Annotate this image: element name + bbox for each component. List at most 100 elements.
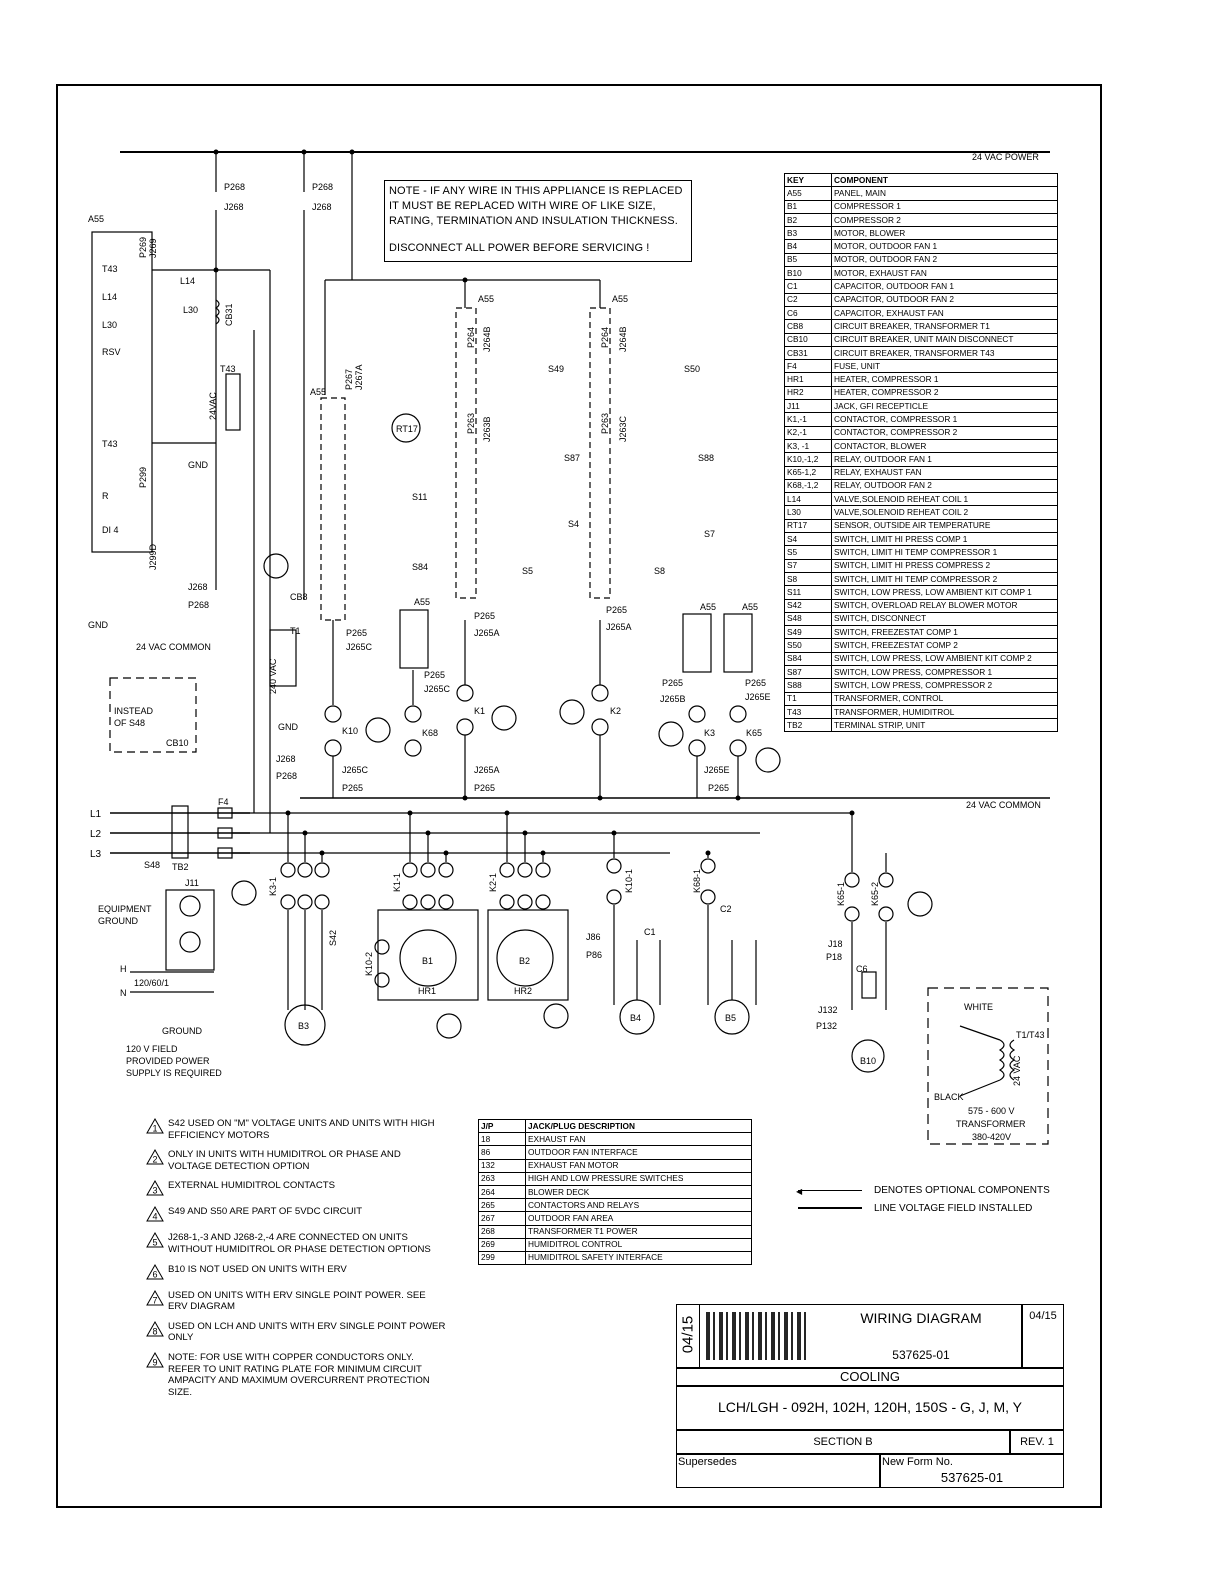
field-label-2: PROVIDED POWER xyxy=(126,1056,210,1066)
cb31-label: CB31 xyxy=(224,303,234,326)
component-desc: SWITCH, LOW PRESS, LOW AMBIENT KIT COMP … xyxy=(831,651,1058,666)
b1-label: B1 xyxy=(422,956,433,966)
component-key: CB31 xyxy=(784,345,832,361)
component-key: K10,-1,2 xyxy=(784,452,832,467)
j264b-label-2: J264B xyxy=(618,326,628,352)
k1-1-label: K1-1 xyxy=(392,873,402,892)
t1-label: T1 xyxy=(290,626,301,636)
component-key: L30 xyxy=(784,505,832,520)
component-key: B1 xyxy=(784,199,832,214)
component-key: S7 xyxy=(784,558,832,573)
k10-label: K10 xyxy=(342,726,358,736)
j268-label-2: J268 xyxy=(312,202,332,212)
component-key: T43 xyxy=(784,704,832,720)
component-desc: VALVE,SOLENOID REHEAT COIL 1 xyxy=(831,492,1058,507)
v120-label: 120/60/1 xyxy=(134,978,169,988)
footnote-text: J268-1,-3 AND J268-2,-4 ARE CONNECTED ON… xyxy=(168,1232,431,1255)
j264b-label: J264B xyxy=(482,326,492,352)
jp-description: EXHAUST FAN MOTOR xyxy=(525,1158,752,1173)
component-key: L14 xyxy=(784,492,832,507)
k68-1-label: K68-1 xyxy=(692,869,702,893)
ground-label: GROUND xyxy=(162,1026,202,1036)
tb-section: SECTION B xyxy=(813,1436,873,1448)
component-key: S87 xyxy=(784,664,832,680)
footnote-number: 8 xyxy=(152,1326,157,1336)
b2-label: B2 xyxy=(519,956,530,966)
footnote-number: 6 xyxy=(152,1269,157,1279)
legend-optional: DENOTES OPTIONAL COMPONENTS xyxy=(874,1184,1050,1196)
rt17-sensor xyxy=(391,413,421,443)
j86-label: J86 xyxy=(586,932,601,942)
b3-label: B3 xyxy=(298,1021,309,1031)
b10-label: B10 xyxy=(860,1056,876,1066)
component-desc: CAPACITOR, OUTDOOR FAN 1 xyxy=(831,279,1058,294)
s50-label: S50 xyxy=(684,364,700,374)
white-label: WHITE xyxy=(964,1002,993,1012)
component-key: C2 xyxy=(784,292,832,307)
component-key: K1,-1 xyxy=(784,412,832,427)
jp-description: TRANSFORMER T1 POWER xyxy=(525,1224,752,1239)
component-key: K3, -1 xyxy=(784,438,832,454)
s87-label: S87 xyxy=(564,453,580,463)
key-header: KEY xyxy=(784,172,832,188)
footnote-text: USED ON UNITS WITH ERV SINGLE POINT POWE… xyxy=(168,1289,426,1313)
warning-note: NOTE - IF ANY WIRE IN THIS APPLIANCE IS … xyxy=(384,180,692,262)
component-key: K65-1,2 xyxy=(784,465,832,480)
a55-label-left: A55 xyxy=(88,214,104,224)
k65-2-label: K65-2 xyxy=(870,882,880,906)
component-key: B5 xyxy=(784,252,832,268)
triangle-note-icon: 2 xyxy=(146,1149,168,1167)
p299-label: P299 xyxy=(138,467,148,488)
j263b-label: J263B xyxy=(482,416,492,442)
component-desc: SWITCH, LIMIT HI TEMP COMPRESSOR 2 xyxy=(831,571,1058,587)
v240-label: 240 VAC xyxy=(268,658,278,694)
a55-board-3 xyxy=(455,307,477,599)
triangle-note-icon: 3 xyxy=(146,1180,168,1198)
component-key: S42 xyxy=(784,598,832,613)
component-key: S49 xyxy=(784,625,832,640)
di4-pin-label: DI 4 xyxy=(102,525,119,535)
equip-ground-label: EQUIPMENT xyxy=(98,904,152,914)
f4-label: F4 xyxy=(218,797,229,807)
a55-label-4: A55 xyxy=(612,294,628,304)
l3-label: L3 xyxy=(90,849,102,860)
k3-label: K3 xyxy=(704,728,715,738)
l14-label: L14 xyxy=(180,276,195,286)
s88-label: S88 xyxy=(698,453,714,463)
j265c-label: J265C xyxy=(342,765,369,775)
p265-label-4: P265 xyxy=(606,605,627,615)
l2-label: L2 xyxy=(90,829,102,840)
equip-ground-label-2: GROUND xyxy=(98,916,138,926)
component-desc: RELAY, OUTDOOR FAN 2 xyxy=(831,478,1058,494)
note-line-1: NOTE - IF ANY WIRE IN THIS APPLIANCE IS … xyxy=(389,185,683,197)
footnote-text: EXTERNAL HUMIDITROL CONTACTS xyxy=(168,1180,336,1192)
j265e-label-2: J265E xyxy=(704,765,730,775)
j268-label: J268 xyxy=(224,202,244,212)
triangle-note-icon: 4 xyxy=(146,1206,168,1224)
v24b-label: 24 VAC xyxy=(1012,1055,1022,1086)
v24-label: 24VAC xyxy=(208,392,218,420)
component-key: F4 xyxy=(784,359,832,374)
component-desc: MOTOR, OUTDOOR FAN 1 xyxy=(831,239,1058,254)
k65-label: K65 xyxy=(746,728,762,738)
l30-label: L30 xyxy=(183,305,198,315)
component-desc: TERMINAL STRIP, UNIT xyxy=(831,718,1058,733)
component-desc: SENSOR, OUTSIDE AIR TEMPERATURE xyxy=(831,518,1058,534)
p265-label-2: P265 xyxy=(346,628,367,638)
j299d-label: J299D xyxy=(148,543,158,570)
jp-description: HIGH AND LOW PRESSURE SWITCHES xyxy=(525,1171,752,1186)
